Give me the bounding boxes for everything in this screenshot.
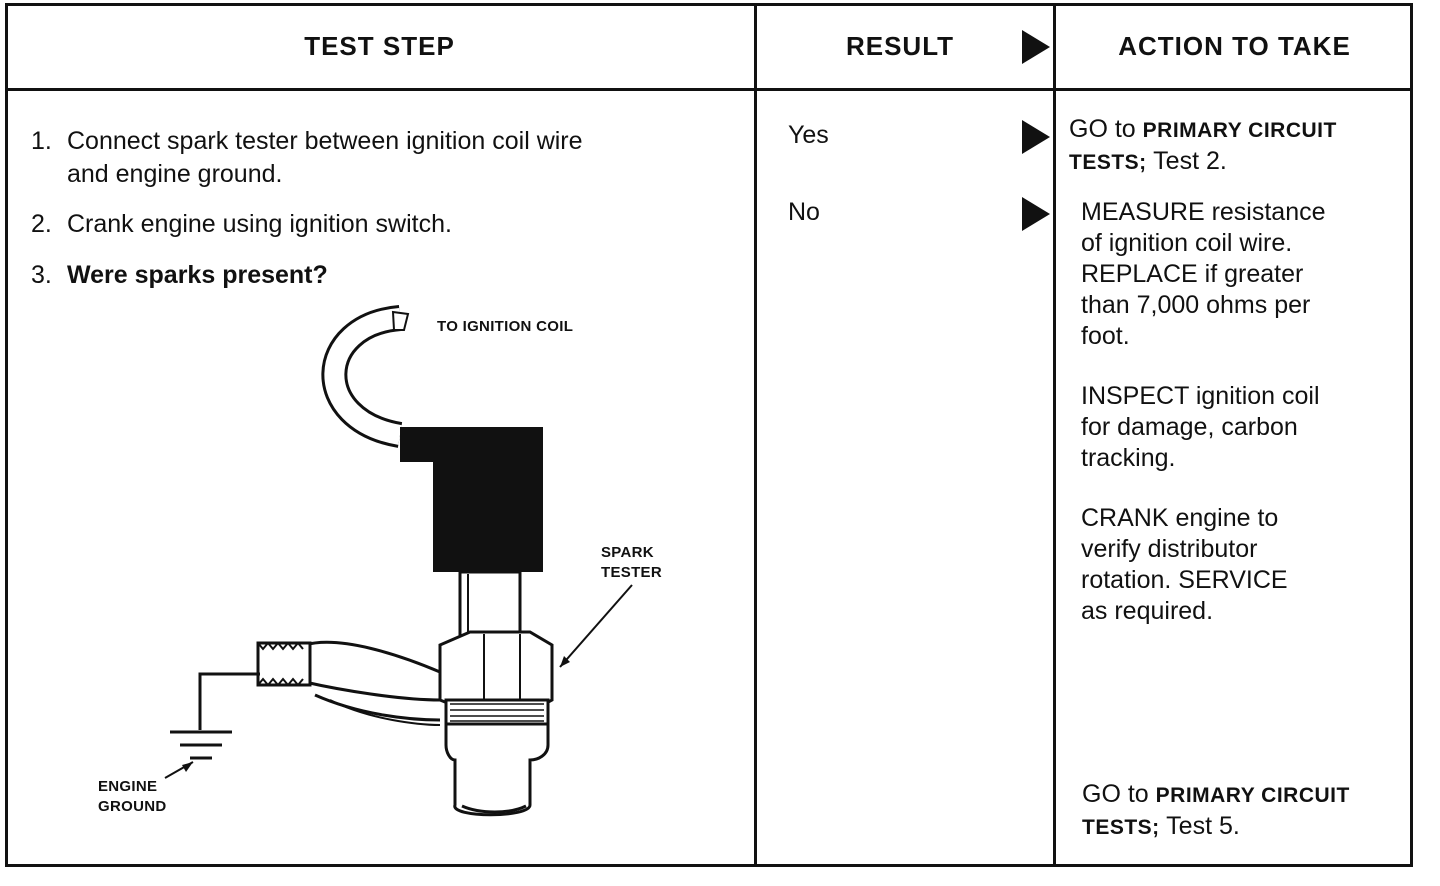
action-yes-test-number: Test 2. xyxy=(1153,147,1227,175)
action-yes: GO to PRIMARY CIRCUIT TESTS; Test 2. xyxy=(1069,114,1409,178)
measure-line: foot. xyxy=(1081,322,1130,350)
crank-line: CRANK engine to xyxy=(1081,504,1279,532)
header-divider xyxy=(5,88,1413,91)
action-yes-primary: PRIMARY CIRCUIT xyxy=(1142,119,1337,142)
label-tester: TESTER xyxy=(601,564,662,581)
spark-tester-illustration xyxy=(164,305,633,817)
step-1-number: 1. xyxy=(31,127,52,155)
ground-wire-icon xyxy=(198,672,260,730)
label-spark: SPARK xyxy=(601,544,654,561)
label-engine: ENGINE xyxy=(98,778,158,795)
action-no-go: GO to PRIMARY CIRCUIT TESTS; Test 5. xyxy=(1082,779,1412,843)
inspect-line: tracking. xyxy=(1081,444,1176,472)
action-no-crank: CRANK engine to verify distributor rotat… xyxy=(1081,503,1406,627)
label-ground: GROUND xyxy=(98,798,167,815)
action-no-go-text: GO to xyxy=(1082,780,1149,808)
step-2-number: 2. xyxy=(31,210,52,238)
header-action: ACTION TO TAKE xyxy=(1118,31,1351,61)
action-no-measure: MEASURE resistance of ignition coil wire… xyxy=(1081,197,1406,352)
action-no-inspect: INSPECT ignition coil for damage, carbon… xyxy=(1081,381,1406,474)
result-yes: Yes xyxy=(788,121,829,149)
no-arrow-icon xyxy=(1022,197,1050,231)
action-yes-tests: TESTS; xyxy=(1069,151,1147,174)
action-no-primary: PRIMARY CIRCUIT xyxy=(1155,784,1350,807)
crank-line: rotation. SERVICE xyxy=(1081,566,1288,594)
inspect-line: for damage, carbon xyxy=(1081,413,1298,441)
result-no: No xyxy=(788,198,820,226)
column-divider-1 xyxy=(754,3,757,867)
yes-arrow-icon xyxy=(1022,120,1050,154)
step-1-text-cont: and engine ground. xyxy=(67,160,283,188)
crank-line: as required. xyxy=(1081,597,1214,625)
inspect-line: INSPECT ignition coil xyxy=(1081,382,1320,410)
action-yes-go: GO to xyxy=(1069,115,1136,143)
step-1-text: Connect spark tester between ignition co… xyxy=(67,127,583,155)
measure-line: of ignition coil wire. xyxy=(1081,229,1293,257)
header-test-step: TEST STEP xyxy=(304,31,455,61)
action-no-test-number: Test 5. xyxy=(1166,812,1240,840)
header-arrow-icon xyxy=(1022,30,1050,64)
measure-line: than 7,000 ohms per xyxy=(1081,291,1311,319)
action-no-tests: TESTS; xyxy=(1082,816,1160,839)
measure-line: MEASURE resistance xyxy=(1081,198,1326,226)
crank-line: verify distributor xyxy=(1081,535,1258,563)
test-table xyxy=(5,3,1413,867)
step-3-number: 3. xyxy=(31,261,52,289)
alligator-clip-icon xyxy=(303,640,442,702)
header-result: RESULT xyxy=(845,31,955,61)
measure-line: REPLACE if greater xyxy=(1081,260,1304,288)
column-divider-2 xyxy=(1053,3,1056,867)
step-3-question: Were sparks present? xyxy=(67,261,328,289)
step-2-text: Crank engine using ignition switch. xyxy=(67,210,452,238)
boot-icon xyxy=(400,427,543,572)
label-to-ignition-coil: TO IGNITION COIL xyxy=(437,318,574,335)
